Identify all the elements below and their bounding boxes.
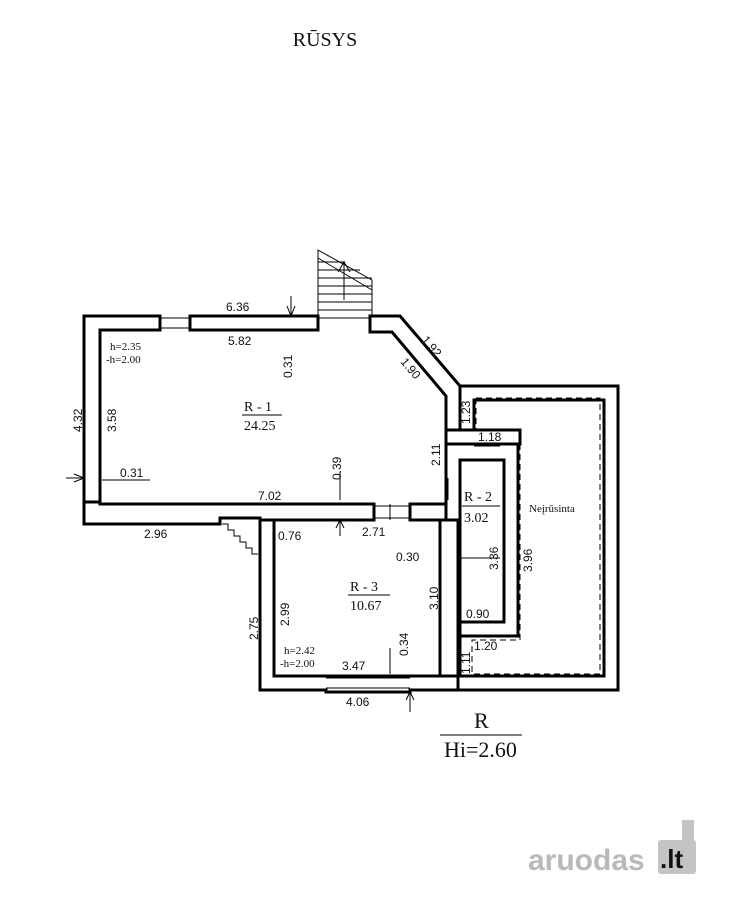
logo-brand: aruodas — [528, 844, 645, 877]
dim-r3-left-outer: 2.75 — [247, 616, 261, 640]
r1-height-minus: -h=2.00 — [106, 354, 141, 366]
r1-label: R - 1 — [244, 400, 272, 415]
r3-area: 10.67 — [350, 599, 382, 614]
r3-height: h=2.42 — [284, 645, 315, 657]
dim-bottom-left: 2.96 — [144, 527, 168, 541]
r1-height: h=2.35 — [110, 341, 141, 353]
r2-area: 3.02 — [464, 511, 489, 526]
dim-top-small: 0.31 — [281, 354, 295, 378]
dim-r2-side: 3.36 — [487, 546, 501, 570]
dim-left-inner: 3.58 — [105, 408, 119, 432]
dim-r3-corner: 0.76 — [278, 529, 302, 543]
legend-height: Hi=2.60 — [444, 737, 517, 762]
r1-area: 24.25 — [244, 419, 276, 434]
dim-top-outer: 6.36 — [226, 300, 250, 314]
dim-r3-left-inner: 2.99 — [278, 602, 292, 626]
dim-mid-small: 0.39 — [330, 456, 344, 480]
dim-r3-small: 0.30 — [396, 550, 420, 564]
dim-left-small: 0.31 — [120, 466, 144, 480]
dim-right-step: 1.18 — [478, 430, 502, 444]
dimension-lines — [102, 445, 500, 674]
r3-height-minus: -h=2.00 — [280, 658, 315, 670]
dim-r3-bottom-outer: 4.06 — [346, 695, 370, 709]
plan-title: RŪSYS — [293, 29, 357, 51]
dim-r1-bottom: 7.02 — [258, 489, 282, 503]
dim-r2-bottom: 0.90 — [466, 607, 490, 621]
dim-right-top: 1.23 — [459, 400, 473, 424]
r3-wall — [258, 518, 460, 694]
dim-step-bottom: 1.20 — [474, 639, 498, 653]
dim-door: 2.71 — [362, 525, 386, 539]
aruodas-logo: aruodas .lt — [528, 820, 696, 877]
dim-bottom-small: 1.11 — [459, 651, 473, 674]
r3-label: R - 3 — [350, 580, 378, 595]
dim-r3-right: 3.10 — [427, 586, 441, 610]
staircase — [317, 249, 373, 319]
dim-r1-right: 2.11 — [429, 443, 443, 466]
walls — [82, 314, 620, 694]
dim-unfinished-side: 3.96 — [521, 548, 535, 572]
unfinished-area-outline — [471, 397, 601, 675]
legend-symbol: R — [474, 708, 489, 733]
r2-label: R - 2 — [464, 490, 492, 505]
height-legend: R Hi=2.60 — [440, 708, 522, 762]
logo-tld: .lt — [660, 844, 683, 874]
dim-left-outer: 4.32 — [71, 408, 85, 432]
dim-r3-bottom-small: 0.34 — [397, 632, 411, 656]
dim-r3-bottom-inner: 3.47 — [342, 659, 366, 673]
outer-right-wall — [456, 384, 620, 692]
unfinished-label: Neįrūsinta — [529, 503, 575, 515]
arrows — [66, 296, 415, 712]
dim-top-inner: 5.82 — [228, 334, 252, 348]
